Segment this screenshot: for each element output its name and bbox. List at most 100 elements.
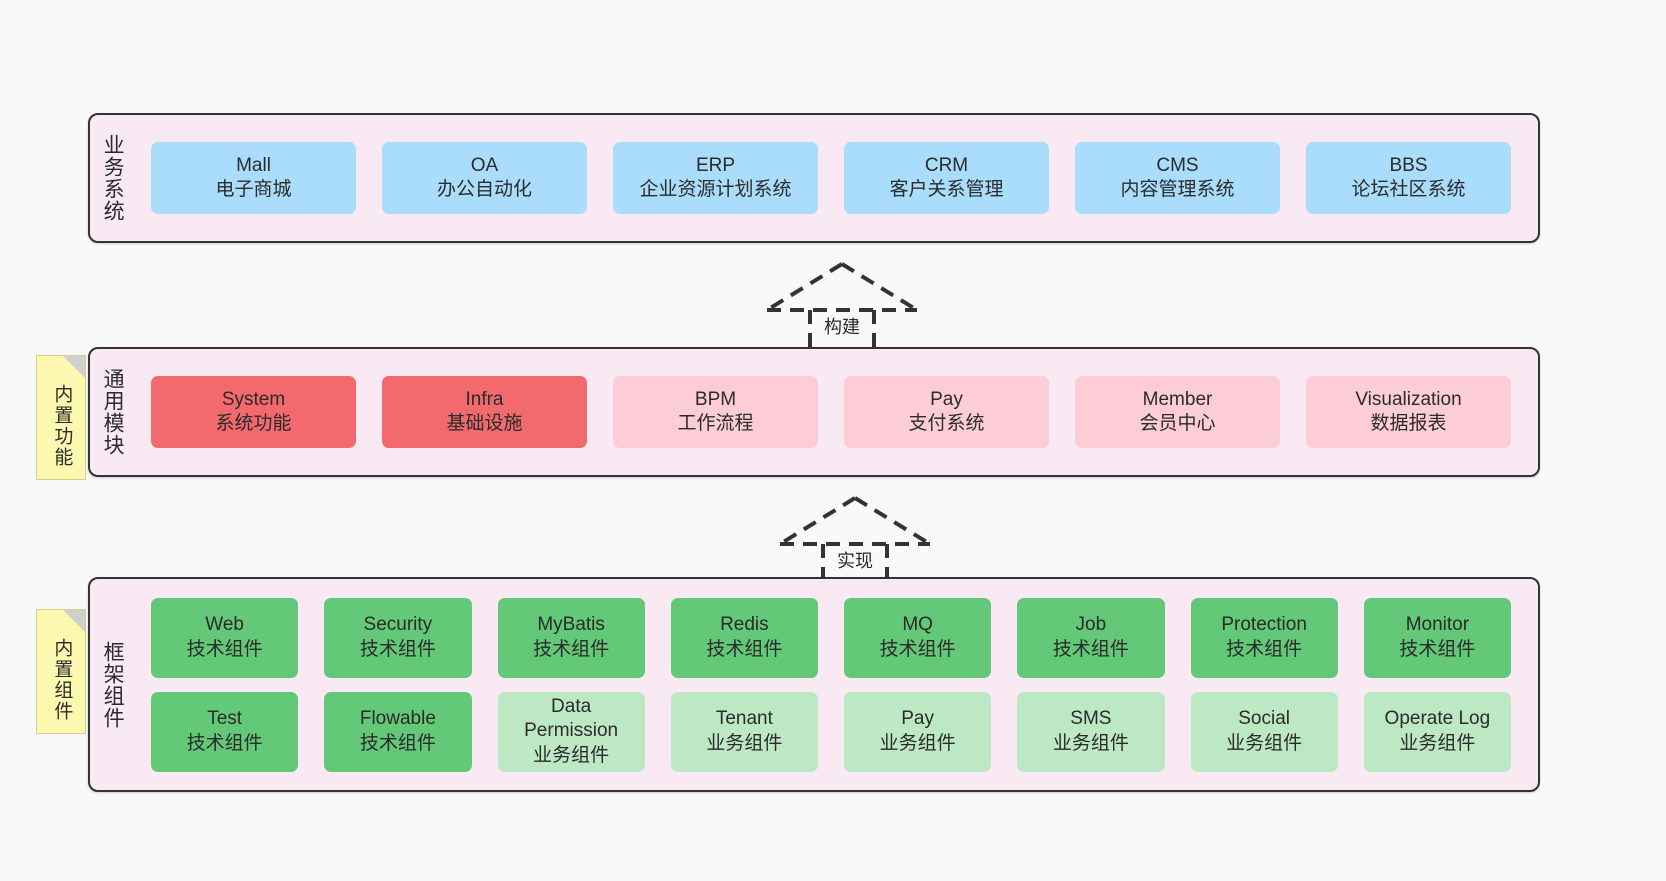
card-title: Protection	[1221, 614, 1307, 636]
layer-framework-components: 框架组件 Web 技术组件 Security 技术组件 MyBatis 技术组件…	[88, 577, 1540, 792]
card-subtitle: 业务组件	[533, 744, 610, 766]
framework-row-technical: Web 技术组件 Security 技术组件 MyBatis 技术组件 Redi…	[138, 597, 1524, 678]
card-subtitle: 办公自动化	[436, 179, 532, 200]
card-title: Tenant	[715, 708, 773, 730]
card-bbs[interactable]: BBS 论坛社区系统	[1306, 142, 1511, 214]
card-title: Job	[1075, 614, 1107, 636]
generalization-arrow-implement: 实现	[770, 492, 940, 587]
card-pay-business[interactable]: Pay 业务组件	[844, 691, 992, 772]
arrow-label-implement: 实现	[837, 551, 873, 571]
card-subtitle: 技术组件	[1052, 638, 1129, 660]
card-subtitle: 客户关系管理	[889, 179, 1004, 200]
card-subtitle: 业务组件	[1052, 732, 1129, 754]
generalization-arrow-build: 构建	[757, 258, 927, 353]
card-system[interactable]: System 系统功能	[151, 376, 356, 448]
card-subtitle: 技术组件	[186, 638, 263, 660]
card-sms[interactable]: SMS 业务组件	[1017, 691, 1165, 772]
card-oa[interactable]: OA 办公自动化	[382, 142, 587, 214]
layer-body-business-systems: Mall 电子商城 OA 办公自动化 ERP 企业资源计划系统 CRM 客户关系…	[134, 115, 1538, 241]
card-title: MyBatis	[537, 614, 605, 636]
layer-body-common-modules: System 系统功能 Infra 基础设施 BPM 工作流程 Pay 支付系统…	[134, 349, 1538, 475]
card-cms[interactable]: CMS 内容管理系统	[1075, 142, 1280, 214]
arrow-head-right-edge	[840, 262, 919, 312]
card-subtitle: 业务组件	[706, 732, 783, 754]
card-title: Data Permission	[524, 696, 619, 742]
card-operate-log[interactable]: Operate Log 业务组件	[1363, 691, 1511, 772]
card-title: ERP	[695, 154, 736, 176]
card-subtitle: 数据报表	[1370, 413, 1447, 434]
card-title: Mall	[236, 154, 271, 176]
card-bpm[interactable]: BPM 工作流程	[613, 376, 818, 448]
card-subtitle: 基础设施	[446, 413, 523, 434]
card-visualization[interactable]: Visualization 数据报表	[1306, 376, 1511, 448]
card-monitor[interactable]: Monitor 技术组件	[1363, 597, 1511, 678]
card-title: CRM	[924, 154, 969, 176]
layer-common-modules: 通用模块 System 系统功能 Infra 基础设施 BPM 工作流程 Pay…	[88, 347, 1540, 477]
card-title: Social	[1238, 708, 1290, 730]
card-title: Pay	[930, 388, 963, 410]
card-erp[interactable]: ERP 企业资源计划系统	[613, 142, 818, 214]
card-subtitle: 支付系统	[908, 413, 985, 434]
card-crm[interactable]: CRM 客户关系管理	[844, 142, 1049, 214]
card-title: System	[221, 388, 286, 410]
card-title: BPM	[694, 388, 737, 410]
card-subtitle: 技术组件	[1399, 638, 1476, 660]
card-mall[interactable]: Mall 电子商城	[151, 142, 356, 214]
card-infra[interactable]: Infra 基础设施	[382, 376, 587, 448]
sticky-note-builtin-components: 内置组件	[36, 609, 86, 734]
card-title: Test	[207, 708, 243, 730]
card-subtitle: 技术组件	[1226, 638, 1303, 660]
layer-label-business-systems: 业务系统	[101, 134, 125, 222]
card-title: MQ	[902, 614, 933, 636]
arrow-head-left-edge	[765, 262, 844, 312]
card-title: Member	[1142, 388, 1213, 410]
card-subtitle: 内容管理系统	[1120, 179, 1235, 200]
card-redis[interactable]: Redis 技术组件	[670, 597, 818, 678]
card-title: Security	[363, 614, 433, 636]
card-title: Monitor	[1405, 614, 1470, 636]
card-title: Flowable	[359, 708, 436, 730]
card-title: Web	[205, 614, 244, 636]
layer-label-framework-components: 框架组件	[101, 640, 125, 729]
card-subtitle: 会员中心	[1139, 413, 1216, 434]
card-subtitle: 工作流程	[677, 413, 754, 434]
card-title: OA	[470, 154, 499, 176]
card-tenant[interactable]: Tenant 业务组件	[670, 691, 818, 772]
card-subtitle: 技术组件	[359, 638, 436, 660]
card-title: Redis	[720, 614, 769, 636]
card-subtitle: 技术组件	[879, 638, 956, 660]
sticky-note-builtin-functions: 内置功能	[36, 355, 86, 480]
card-pay[interactable]: Pay 支付系统	[844, 376, 1049, 448]
card-subtitle: 论坛社区系统	[1351, 179, 1466, 200]
layer-body-framework-components: Web 技术组件 Security 技术组件 MyBatis 技术组件 Redi…	[134, 579, 1538, 790]
card-subtitle: 电子商城	[215, 179, 292, 200]
layer-business-systems: 业务系统 Mall 电子商城 OA 办公自动化 ERP 企业资源计划系统 CRM…	[88, 113, 1540, 243]
card-protection[interactable]: Protection 技术组件	[1190, 597, 1338, 678]
card-subtitle: 业务组件	[879, 732, 956, 754]
layer-label-common-modules: 通用模块	[101, 368, 125, 456]
card-subtitle: 业务组件	[1226, 732, 1303, 754]
card-subtitle: 技术组件	[706, 638, 783, 660]
card-member[interactable]: Member 会员中心	[1075, 376, 1280, 448]
card-mybatis[interactable]: MyBatis 技术组件	[497, 597, 645, 678]
card-subtitle: 技术组件	[533, 638, 610, 660]
card-subtitle: 技术组件	[359, 732, 436, 754]
card-subtitle: 业务组件	[1399, 732, 1476, 754]
card-title: CMS	[1156, 154, 1199, 176]
card-subtitle: 技术组件	[186, 732, 263, 754]
framework-row-business: Test 技术组件 Flowable 技术组件 Data Permission …	[138, 691, 1524, 772]
card-web[interactable]: Web 技术组件	[151, 597, 299, 678]
arrow-head-right-edge	[853, 496, 932, 546]
card-social[interactable]: Social 业务组件	[1190, 691, 1338, 772]
card-data-permission[interactable]: Data Permission 业务组件	[497, 691, 645, 772]
card-subtitle: 企业资源计划系统	[639, 179, 792, 200]
card-job[interactable]: Job 技术组件	[1017, 597, 1165, 678]
card-security[interactable]: Security 技术组件	[324, 597, 472, 678]
card-title: Pay	[901, 708, 934, 730]
card-flowable[interactable]: Flowable 技术组件	[324, 691, 472, 772]
arrow-head-left-edge	[778, 496, 857, 546]
card-mq[interactable]: MQ 技术组件	[844, 597, 992, 678]
card-title: Visualization	[1355, 388, 1462, 410]
card-test[interactable]: Test 技术组件	[151, 691, 299, 772]
